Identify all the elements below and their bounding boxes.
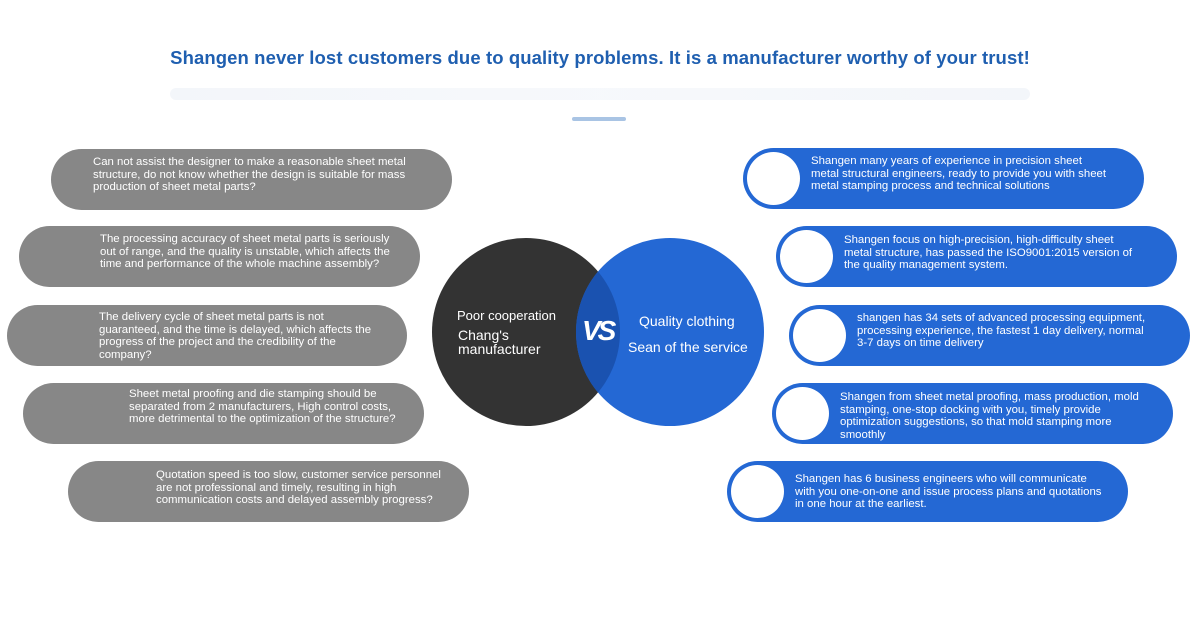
advantage-text: Shangen from sheet metal proofing, mass … <box>840 391 1139 441</box>
title-divider <box>572 117 626 121</box>
problem-item-1: Can not assist the designer to make a re… <box>51 149 452 210</box>
bullet-circle-icon <box>747 152 800 205</box>
advantage-item-5: Shangen has 6 business engineers who wil… <box>727 461 1128 522</box>
bullet-circle-icon <box>780 230 833 283</box>
problem-item-3: The delivery cycle of sheet metal parts … <box>7 305 407 366</box>
advantage-item-4: Shangen from sheet metal proofing, mass … <box>772 383 1173 444</box>
problem-text: The delivery cycle of sheet metal parts … <box>99 311 372 361</box>
problem-text: Sheet metal proofing and die stamping sh… <box>129 388 396 425</box>
vs-label: VS <box>582 315 616 346</box>
advantage-item-2: Shangen focus on high-precision, high-di… <box>776 226 1177 287</box>
problem-item-4: Sheet metal proofing and die stamping sh… <box>23 383 424 444</box>
advantage-item-3: shangen has 34 sets of advanced processi… <box>789 305 1190 366</box>
right-circle-line2: Sean of the service <box>628 339 748 355</box>
problem-text: Quotation speed is too slow, customer se… <box>156 469 441 506</box>
problem-item-5: Quotation speed is too slow, customer se… <box>68 461 469 522</box>
advantage-item-1: Shangen many years of experience in prec… <box>743 148 1144 209</box>
bullet-circle-icon <box>793 309 846 362</box>
bullet-circle-icon <box>731 465 784 518</box>
left-circle-line2: Chang's <box>458 327 509 343</box>
problem-text: Can not assist the designer to make a re… <box>93 156 406 193</box>
problem-item-2: The processing accuracy of sheet metal p… <box>19 226 420 287</box>
left-circle-line1: Poor cooperation <box>457 308 557 323</box>
advantage-text: shangen has 34 sets of advanced processi… <box>857 312 1146 349</box>
bullet-circle-icon <box>776 387 829 440</box>
right-circle-line1: Quality clothing <box>639 313 735 329</box>
blurred-subtitle <box>170 88 1030 100</box>
page-title: Shangen never lost customers due to qual… <box>170 47 1030 68</box>
advantage-text: Shangen focus on high-precision, high-di… <box>844 234 1133 271</box>
left-circle-line3: manufacturer <box>458 341 541 357</box>
advantage-text: Shangen has 6 business engineers who wil… <box>795 473 1102 510</box>
problem-text: The processing accuracy of sheet metal p… <box>100 233 390 270</box>
advantage-text: Shangen many years of experience in prec… <box>811 155 1107 192</box>
